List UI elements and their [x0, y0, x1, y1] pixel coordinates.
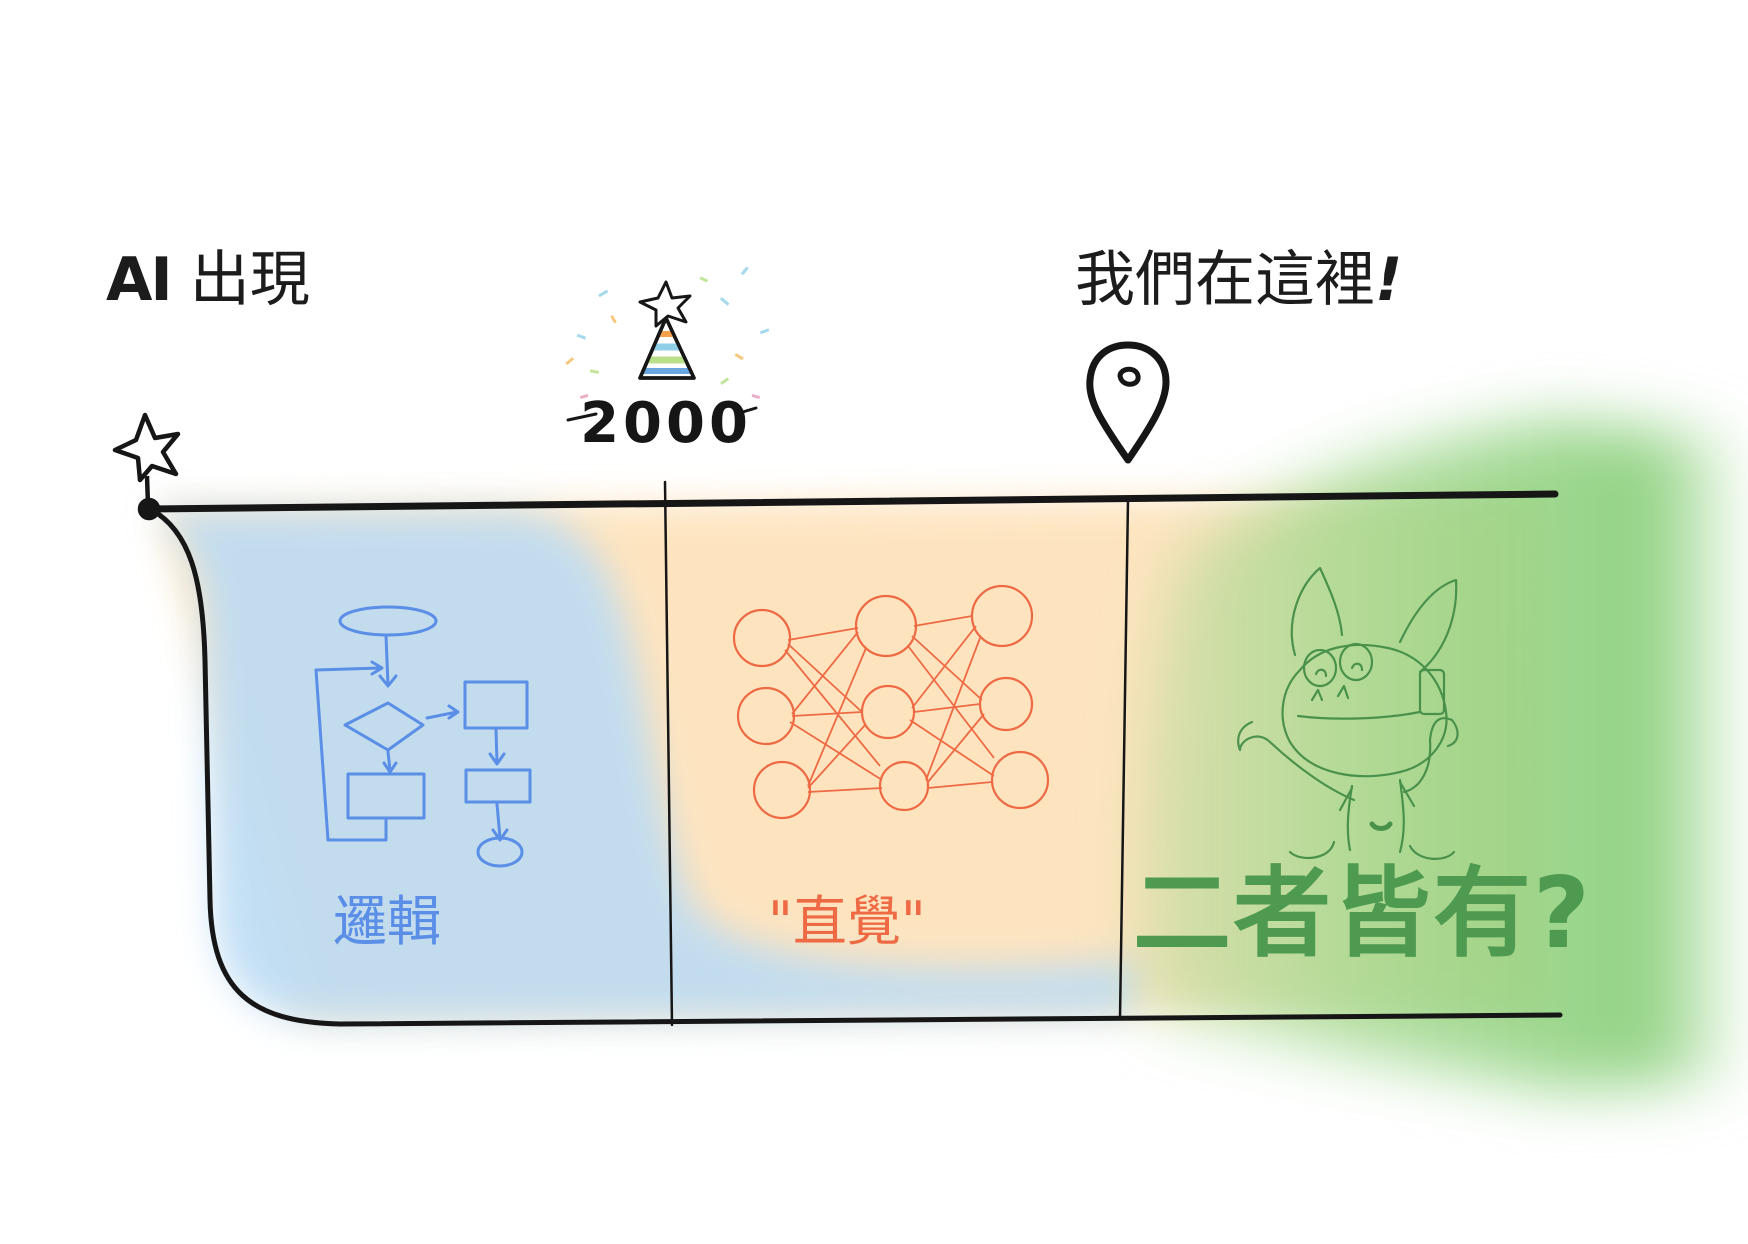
start-label-text: 出現 — [189, 245, 310, 315]
star-pin-icon — [112, 412, 181, 521]
era-divider-2000 — [663, 480, 674, 1027]
flowchart-icon — [314, 605, 532, 868]
logic-wash — [150, 510, 1140, 1022]
party-hat-icon — [565, 266, 770, 399]
location-pin-icon — [1086, 341, 1170, 464]
intuition-era-label: "直覺" — [768, 890, 926, 953]
timeline-frame — [146, 480, 1563, 1027]
timeline-boundary-curve — [147, 506, 1563, 1027]
timeline-axis-top — [146, 490, 1559, 513]
both-era-label: 二者皆有? — [1133, 865, 1592, 963]
both-era-punct: ? — [1533, 857, 1592, 971]
neural-network-icon — [732, 584, 1050, 820]
both-era-text: 二者皆有 — [1133, 857, 1534, 971]
here-label: 我們在這裡! — [1075, 250, 1402, 310]
year-flourish — [566, 406, 758, 422]
here-label-text: 我們在這裡 — [1075, 245, 1375, 315]
milestone-year: 2000 — [580, 391, 752, 456]
both-wash — [1140, 420, 1748, 1090]
start-label: AI 出現 — [106, 250, 310, 310]
logic-era-label: 邏輯 — [333, 890, 441, 953]
start-label-ai: AI — [106, 245, 173, 315]
cartoon-creature-icon — [1237, 566, 1459, 860]
era-divider-now — [1118, 498, 1130, 1020]
here-label-punct: ! — [1375, 245, 1403, 315]
background-washes — [150, 420, 1748, 1090]
